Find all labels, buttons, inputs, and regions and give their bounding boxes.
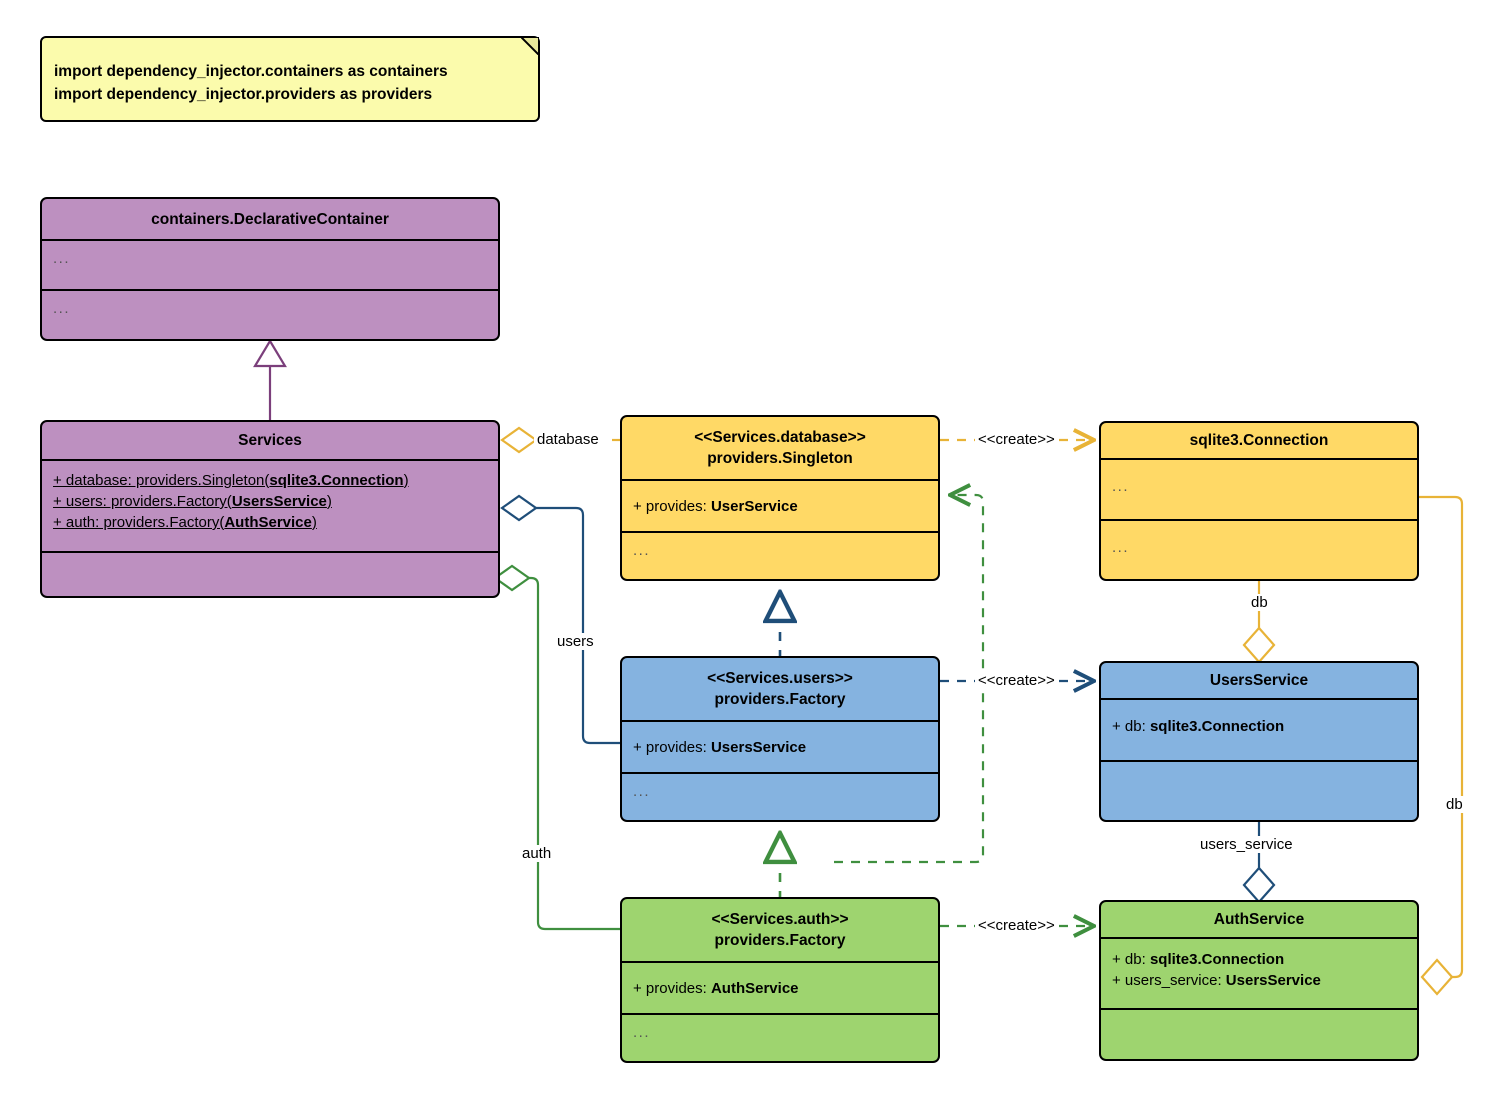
class-box-services-auth[interactable]: <<Services.auth>> providers.Factory + pr… [620, 897, 940, 1063]
class-stereotype-services-database: <<Services.database>> [694, 429, 866, 446]
class-operations-sqlite3-connection: ... [1101, 521, 1417, 579]
attribute-row-database: + database: providers.Singleton(sqlite3.… [53, 472, 409, 489]
class-operations-services [42, 553, 498, 596]
class-box-services-database[interactable]: <<Services.database>> providers.Singleto… [620, 415, 940, 581]
attribute-row-users-service: + users_service: UsersService [1112, 972, 1321, 989]
edge-aggregation-users [500, 494, 620, 745]
note-line-1: import dependency_injector.containers as… [54, 63, 448, 80]
class-operations-declarative-container: ... [42, 291, 498, 339]
class-title-services-users: <<Services.users>> providers.Factory [622, 658, 938, 722]
class-operations-services-database: ... [622, 533, 938, 579]
class-title-sqlite3-connection: sqlite3.Connection [1101, 423, 1417, 460]
attribute-row-db: + db: sqlite3.Connection [1112, 951, 1285, 968]
class-attributes-declarative-container: ... [42, 241, 498, 291]
class-attributes-usersservice: + db: sqlite3.Connection [1101, 700, 1417, 762]
class-attributes-authservice: + db: sqlite3.Connection + users_service… [1101, 939, 1417, 1010]
class-stereotype-services-auth: <<Services.auth>> [711, 911, 849, 928]
edge-label-create-auth: <<create>> [975, 917, 1058, 934]
class-attributes-services-users: + provides: UsersService [622, 722, 938, 774]
class-stereotype-services-users: <<Services.users>> [707, 670, 853, 687]
class-box-declarative-container[interactable]: containers.DeclarativeContainer ... ... [40, 197, 500, 341]
class-title-services: Services [42, 422, 498, 461]
edge-aggregation-db-authservice [1419, 495, 1464, 996]
class-attributes-services: + database: providers.Singleton(sqlite3.… [42, 461, 498, 553]
class-box-sqlite3-connection[interactable]: sqlite3.Connection ... ... [1099, 421, 1419, 581]
attribute-row-provides: + provides: UserService [633, 498, 798, 515]
edge-label-users-service: users_service [1197, 836, 1296, 853]
class-operations-services-users: ... [622, 774, 938, 820]
attribute-row-provides: + provides: AuthService [633, 980, 799, 997]
operation-ellipsis: ... [633, 783, 651, 800]
edge-label-users: users [554, 633, 597, 650]
attribute-row-users: + users: providers.Factory(UsersService) [53, 493, 332, 510]
import-note: import dependency_injector.containers as… [40, 36, 540, 122]
class-attributes-sqlite3-connection: ... [1101, 460, 1417, 521]
class-box-services-users[interactable]: <<Services.users>> providers.Factory + p… [620, 656, 940, 822]
operation-empty [1101, 1010, 1417, 1028]
edge-label-db-authservice: db [1443, 796, 1466, 813]
attribute-row-auth: + auth: providers.Factory(AuthService) [53, 514, 317, 531]
class-title-services-database: <<Services.database>> providers.Singleto… [622, 417, 938, 481]
attribute-ellipsis: ... [53, 250, 71, 267]
attribute-row-provides: + provides: UsersService [633, 739, 807, 756]
attribute-ellipsis: ... [1112, 478, 1130, 495]
class-operations-authservice [1101, 1010, 1417, 1059]
class-box-usersservice[interactable]: UsersService + db: sqlite3.Connection [1099, 661, 1419, 822]
class-box-services[interactable]: Services + database: providers.Singleton… [40, 420, 500, 598]
attribute-row-db: + db: sqlite3.Connection [1112, 718, 1285, 735]
operation-ellipsis: ... [633, 1024, 651, 1041]
edge-label-create-users: <<create>> [975, 672, 1058, 689]
operation-empty [1101, 762, 1417, 780]
class-box-authservice[interactable]: AuthService + db: sqlite3.Connection + u… [1099, 900, 1419, 1061]
class-attributes-services-auth: + provides: AuthService [622, 963, 938, 1015]
note-line-2: import dependency_injector.providers as … [54, 86, 433, 103]
edge-label-database: database [534, 431, 602, 448]
class-title-authservice: AuthService [1101, 902, 1417, 939]
class-operations-usersservice [1101, 762, 1417, 820]
edge-label-auth: auth [519, 845, 555, 862]
edge-label-create-database: <<create>> [975, 431, 1058, 448]
class-attributes-services-database: + provides: UserService [622, 481, 938, 533]
class-title-services-auth: <<Services.auth>> providers.Factory [622, 899, 938, 963]
operation-ellipsis: ... [633, 542, 651, 559]
operation-empty [42, 553, 498, 571]
operation-ellipsis: ... [1112, 539, 1130, 556]
operation-ellipsis: ... [53, 300, 71, 317]
edge-aggregation-auth [493, 564, 620, 931]
edge-label-db-usersservice: db [1248, 594, 1271, 611]
class-title-declarative-container: containers.DeclarativeContainer [42, 199, 498, 241]
edge-aggregation-usersservice-authservice [1242, 822, 1276, 904]
note-fold-icon [521, 37, 539, 55]
edge-generalization-services-to-declarativecontainer [253, 338, 287, 420]
class-title-usersservice: UsersService [1101, 663, 1417, 700]
class-operations-services-auth: ... [622, 1015, 938, 1061]
